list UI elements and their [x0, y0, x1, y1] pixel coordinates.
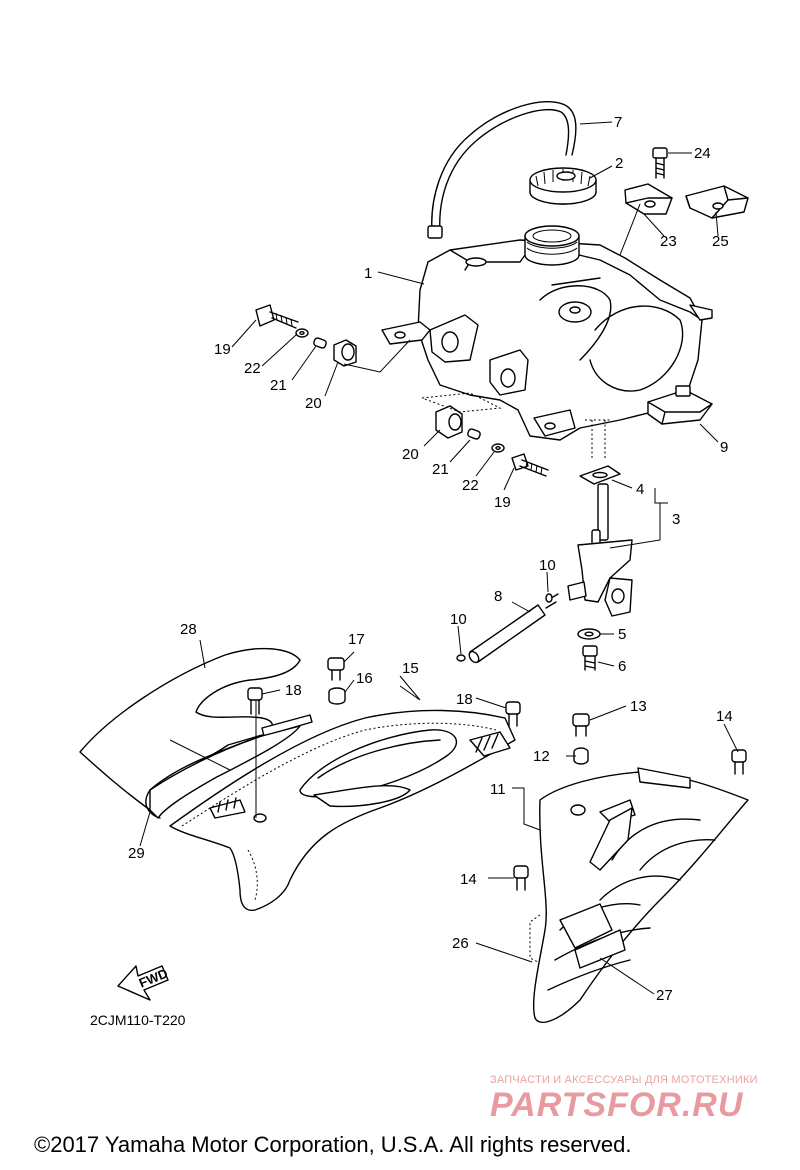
callout-5: 5 — [618, 626, 626, 643]
callout-21-lower: 21 — [432, 461, 449, 478]
callout-13: 13 — [630, 698, 647, 715]
callout-26: 26 — [452, 935, 469, 952]
part-7-breather-hose — [427, 101, 577, 239]
part-29-side-panel — [149, 725, 301, 819]
watermark-brand: PARTSFOR.RU — [490, 1086, 744, 1124]
callout-20-lower: 20 — [402, 446, 419, 463]
part-13-screw — [572, 713, 590, 737]
part-15-left-cover — [169, 709, 516, 912]
callout-8: 8 — [494, 588, 502, 605]
callout-2: 2 — [615, 155, 623, 172]
copyright-notice: ©2017 Yamaha Motor Corporation, U.S.A. A… — [34, 1132, 631, 1157]
part-25-clip — [685, 185, 749, 219]
part-5-washer — [577, 628, 601, 640]
callout-29: 29 — [128, 845, 145, 862]
part-8-fuel-hose — [456, 593, 559, 664]
watermark: ЗАПЧАСТИ И АКСЕССУАРЫ ДЛЯ МОТОТЕХНИКИ PA… — [490, 1074, 758, 1124]
mount-set-upper — [255, 304, 357, 367]
callout-7: 7 — [614, 114, 622, 131]
callout-18-left: 18 — [285, 682, 302, 699]
callout-numbers: 1 2 3 4 5 6 7 8 9 10 10 11 12 13 14 14 1… — [128, 114, 733, 1004]
callout-28: 28 — [180, 621, 197, 638]
diagram-code: 2CJM110-T220 — [90, 1012, 186, 1028]
part-14-bolt-upper — [731, 749, 747, 775]
callout-18-right: 18 — [456, 691, 473, 708]
callout-27: 27 — [656, 987, 673, 1004]
mount-set-lower — [421, 392, 549, 477]
callout-14-lower: 14 — [460, 871, 477, 888]
callout-24: 24 — [694, 145, 711, 162]
part-17-screw — [327, 657, 345, 681]
part-18-bolt-right — [505, 701, 521, 727]
part-28-side-cover — [79, 647, 313, 819]
part-23-bracket — [624, 183, 673, 215]
callout-9: 9 — [720, 439, 728, 456]
callout-14-upper: 14 — [716, 708, 733, 725]
callout-20-upper: 20 — [305, 395, 322, 412]
callout-23: 23 — [660, 233, 677, 250]
part-11-right-cover — [529, 767, 749, 1023]
callout-3: 3 — [672, 511, 680, 528]
callout-6: 6 — [618, 658, 626, 675]
callout-22-lower: 22 — [462, 477, 479, 494]
part-6-screw — [582, 645, 598, 671]
watermark-tagline: ЗАПЧАСТИ И АКСЕССУАРЫ ДЛЯ МОТОТЕХНИКИ — [490, 1074, 758, 1086]
callout-17: 17 — [348, 631, 365, 648]
callout-10-lower: 10 — [450, 611, 467, 628]
part-14-bolt-lower — [513, 865, 529, 891]
part-2-fuel-cap — [529, 167, 597, 205]
callout-22-upper: 22 — [244, 360, 261, 377]
callout-15: 15 — [402, 660, 419, 677]
part-24-screw — [652, 147, 668, 179]
callout-4: 4 — [636, 481, 644, 498]
callout-11: 11 — [490, 781, 506, 798]
part-16-collar — [328, 687, 346, 705]
callout-10-upper: 10 — [539, 557, 556, 574]
part-1-fuel-tank — [381, 225, 713, 460]
part-3-fuel-cock — [567, 465, 633, 617]
callout-19-upper: 19 — [214, 341, 231, 358]
callout-25: 25 — [712, 233, 729, 250]
callout-21-upper: 21 — [270, 377, 287, 394]
callout-1: 1 — [364, 265, 372, 282]
part-9-bracket — [647, 385, 713, 425]
leader-lines — [139, 121, 739, 995]
fwd-arrow-icon: FWD — [117, 965, 170, 1001]
callout-12: 12 — [533, 748, 550, 765]
part-12-collar — [573, 747, 589, 765]
callout-19-lower: 19 — [494, 494, 511, 511]
part-18-bolt-left — [247, 687, 263, 715]
callout-16: 16 — [356, 670, 373, 687]
